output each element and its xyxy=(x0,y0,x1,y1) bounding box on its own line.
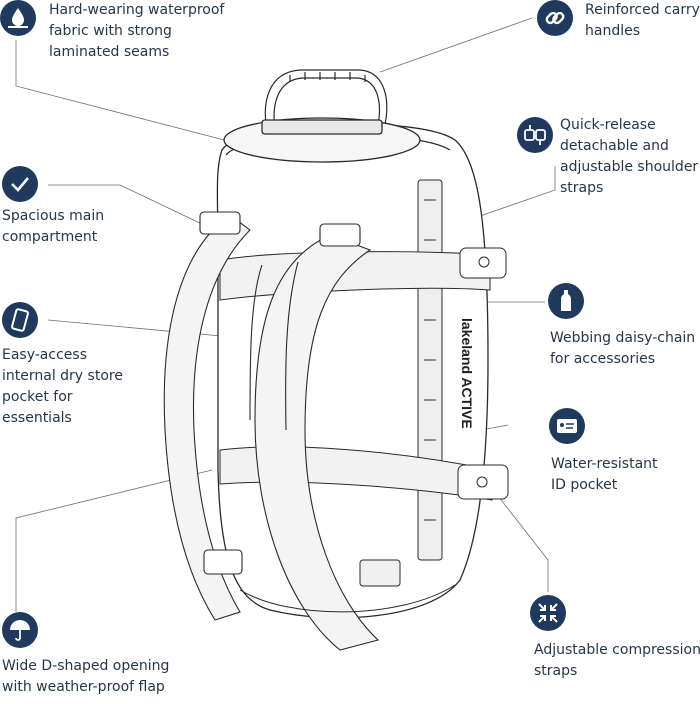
strap-buckle-left xyxy=(199,211,241,235)
feature-daisy-chain: Webbing daisy-chain for accessories xyxy=(550,328,695,370)
buckle-icon xyxy=(517,117,553,153)
feature-d-opening: Wide D-shaped opening with weather-proof … xyxy=(2,656,169,698)
daisy-chain-webbing xyxy=(417,179,443,561)
feature-id-pocket-line-1: Water-resistant xyxy=(551,456,658,472)
leader-line-carry-handles xyxy=(379,17,533,73)
strap-buckle-lower xyxy=(203,549,243,575)
leader-line-dry-pocket xyxy=(47,319,244,339)
feature-waterproof-line-1: Hard-wearing waterproof xyxy=(49,2,225,18)
leader-line-compression xyxy=(497,495,549,592)
brand-logo-text: lakeland ACTIVE xyxy=(459,318,475,429)
feature-d-opening-line-2: with weather-proof flap xyxy=(2,679,165,695)
feature-waterproof-line-2: fabric with strong xyxy=(49,23,172,39)
carry-handle xyxy=(264,69,388,136)
feature-carry-handles-line-1: Reinforced carry xyxy=(585,2,700,18)
checkmark-icon xyxy=(2,166,38,202)
id-card-icon xyxy=(549,408,585,444)
compress-arrows-icon xyxy=(530,595,566,631)
feature-main-compartment: Spacious main compartment xyxy=(2,206,104,248)
leader-line-d-opening xyxy=(15,469,213,612)
phone-icon xyxy=(2,302,38,338)
feature-compression: Adjustable compression straps xyxy=(534,640,700,682)
feature-main-compartment-line-1: Spacious main xyxy=(2,208,105,224)
feature-shoulder-straps-line-4: straps xyxy=(560,180,604,196)
feature-carry-handles-line-2: handles xyxy=(585,23,641,39)
bag-bottom xyxy=(239,559,456,613)
feature-shoulder-straps-line-2: detachable and xyxy=(560,138,669,154)
feature-shoulder-straps: Quick-release detachable and adjustable sh… xyxy=(560,115,698,199)
feature-id-pocket: Water-resistant ID pocket xyxy=(551,454,658,496)
bottle-icon xyxy=(548,283,584,319)
feature-daisy-chain-line-1: Webbing daisy-chain xyxy=(550,330,696,346)
feature-dry-pocket-line-4: essentials xyxy=(2,410,72,426)
leader-line-waterproof xyxy=(15,40,229,142)
feature-waterproof: Hard-wearing waterproof fabric with stron… xyxy=(49,0,224,63)
feature-shoulder-straps-line-3: adjustable shoulder xyxy=(560,159,699,175)
feature-compression-line-1: Adjustable compression xyxy=(534,642,700,658)
feature-compression-line-2: straps xyxy=(534,663,578,679)
umbrella-icon xyxy=(2,612,38,648)
feature-waterproof-line-3: laminated seams xyxy=(49,44,170,60)
feature-carry-handles: Reinforced carry handles xyxy=(585,0,700,42)
shoulder-straps xyxy=(163,211,380,651)
feature-id-pocket-line-2: ID pocket xyxy=(551,477,618,493)
feature-dry-pocket-line-1: Easy-access xyxy=(2,347,87,363)
feature-dry-pocket-line-3: pocket for xyxy=(2,389,73,405)
feature-dry-pocket-line-2: internal dry store xyxy=(2,368,123,384)
feature-main-compartment-line-2: compartment xyxy=(2,229,98,245)
feature-dry-pocket: Easy-access internal dry store pocket for e… xyxy=(2,345,123,429)
feature-daisy-chain-line-2: for accessories xyxy=(550,351,655,367)
feature-shoulder-straps-line-1: Quick-release xyxy=(560,117,656,133)
strap-buckle-right xyxy=(319,223,361,247)
feature-d-opening-line-1: Wide D-shaped opening xyxy=(2,658,170,674)
water-drop-icon xyxy=(0,0,36,36)
link-icon xyxy=(537,0,573,36)
